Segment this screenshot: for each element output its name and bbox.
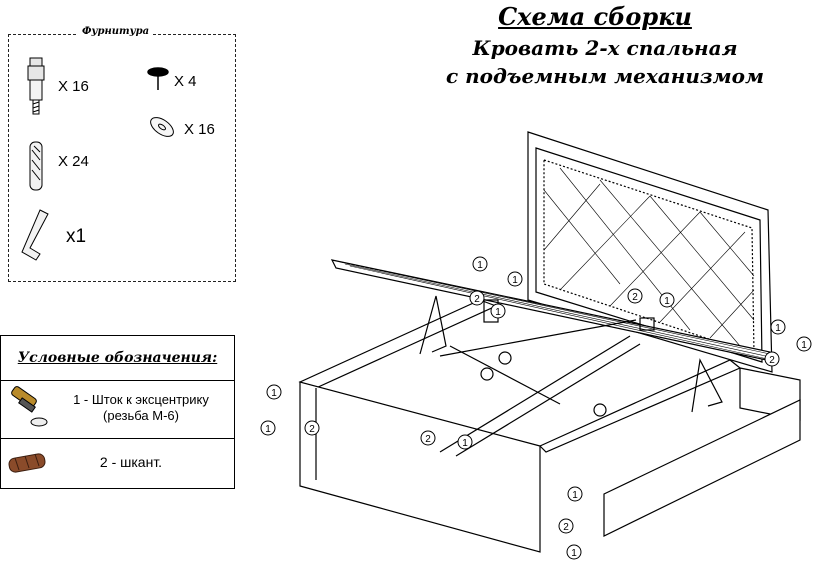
svg-text:2: 2 xyxy=(474,294,480,305)
svg-text:1: 1 xyxy=(477,260,483,271)
diagram-subtitle-line1: Кровать 2-х спальная xyxy=(472,36,738,60)
hardware-icons xyxy=(21,57,174,261)
callout-1-j: 1 xyxy=(567,486,583,502)
svg-text:2: 2 xyxy=(769,355,775,366)
bolt-qty: X 16 xyxy=(58,78,89,95)
footboard xyxy=(603,399,801,537)
headboard-quilt xyxy=(543,167,755,347)
legend-item-1-line2: (резьба М-6) xyxy=(103,408,179,423)
legend-panel: Условные обозначения: 1 - Шток к эксцент… xyxy=(0,335,235,489)
callout-2-b: 2 xyxy=(627,288,643,304)
svg-text:1: 1 xyxy=(571,548,577,559)
dowel-qty: X 24 xyxy=(58,153,89,170)
front-rail xyxy=(299,381,541,553)
callout-2-f: 2 xyxy=(558,518,574,534)
left-rail xyxy=(298,299,498,389)
callout-1-h: 1 xyxy=(260,420,276,436)
hardware-title: Фурнитура xyxy=(78,26,154,37)
nail-qty: X 4 xyxy=(174,73,197,90)
callout-2-c: 2 xyxy=(764,351,780,367)
eccentric-rod-icon xyxy=(11,386,48,427)
callout-1-f: 1 xyxy=(796,336,812,352)
svg-text:1: 1 xyxy=(572,490,578,501)
svg-text:2: 2 xyxy=(632,292,638,303)
callout-1-b: 1 xyxy=(507,271,523,287)
svg-text:1: 1 xyxy=(801,340,807,351)
legend-item-2-text: 2 - шкант. xyxy=(99,454,163,470)
svg-text:1: 1 xyxy=(775,323,781,334)
nail-icon xyxy=(147,67,169,90)
callout-1-c: 1 xyxy=(490,303,506,319)
callout-1-i: 1 xyxy=(457,434,473,450)
svg-text:2: 2 xyxy=(425,434,431,445)
svg-text:2: 2 xyxy=(309,424,315,435)
callout-2-d: 2 xyxy=(304,420,320,436)
callout-1-d: 1 xyxy=(659,292,675,308)
dowel-pin-icon xyxy=(8,453,46,473)
legend-item-1-line1: 1 - Шток к эксцентрику xyxy=(73,392,209,407)
svg-text:1: 1 xyxy=(265,424,271,435)
center-rail xyxy=(538,359,742,453)
legend-item-2: 2 - шкант. xyxy=(1,438,234,488)
svg-text:1: 1 xyxy=(512,275,518,286)
callout-1-k: 1 xyxy=(566,544,582,560)
bed-frame xyxy=(298,131,801,553)
cam-washer-qty: X 16 xyxy=(184,121,215,138)
hex-key-qty: x1 xyxy=(66,226,87,247)
svg-text:1: 1 xyxy=(664,296,670,307)
headboard xyxy=(527,131,773,373)
callout-1-e: 1 xyxy=(770,319,786,335)
callout-1-a: 1 xyxy=(472,256,488,272)
legend-title: Условные обозначения: xyxy=(1,336,234,381)
hex-key-icon xyxy=(21,209,49,261)
dowel-icon xyxy=(29,141,43,191)
callout-2-a: 2 xyxy=(469,290,485,306)
headboard-inner xyxy=(535,147,763,363)
bolt-icon xyxy=(27,57,45,115)
diagram-title: Схема сборки xyxy=(498,2,692,31)
svg-text:1: 1 xyxy=(462,438,468,449)
diagram-subtitle-line2: с подъемным механизмом xyxy=(446,64,764,88)
callout-2-e: 2 xyxy=(420,430,436,446)
legend-item-1: 1 - Шток к эксцентрику (резьба М-6) xyxy=(1,380,234,439)
callout-1-g: 1 xyxy=(266,384,282,400)
svg-text:2: 2 xyxy=(563,522,569,533)
svg-text:1: 1 xyxy=(271,388,277,399)
svg-text:1: 1 xyxy=(495,307,501,318)
cam-washer-icon xyxy=(150,117,174,137)
callout-markers: 1 1 2 1 2 1 1 1 2 1 1 2 2 1 1 2 1 xyxy=(260,256,812,560)
